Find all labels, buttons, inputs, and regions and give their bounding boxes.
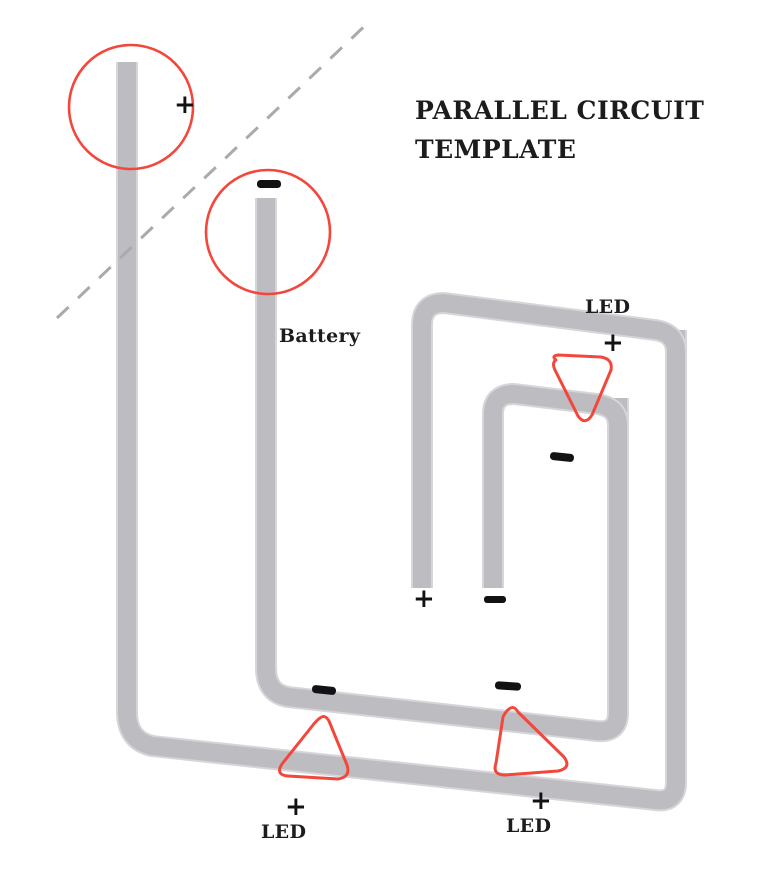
led-bottom-left-marker <box>278 715 350 781</box>
wire-battery-negative-main <box>255 198 629 743</box>
battery-positive-terminal-circle <box>67 43 195 171</box>
fold-line <box>55 17 374 320</box>
led-top-right-negative-bar <box>549 452 575 462</box>
wire-branch-outer <box>413 294 685 588</box>
led-top-right-marker <box>552 353 613 423</box>
middle-negative-bar <box>484 596 506 603</box>
wire-branch-inner-main <box>482 383 629 588</box>
wire-battery-positive <box>118 62 685 810</box>
wire-branch-inner <box>484 385 627 588</box>
battery-negative-bar <box>257 180 281 188</box>
led-bottom-left-negative-bar <box>311 685 337 695</box>
led-bottom-right-negative-bar <box>494 681 522 691</box>
wire-branch-outer-main <box>411 292 687 588</box>
led-bottom-right-marker <box>493 706 569 777</box>
wire-battery-negative <box>257 198 627 741</box>
battery-negative-terminal-circle <box>204 168 332 296</box>
wire-group <box>116 62 687 812</box>
